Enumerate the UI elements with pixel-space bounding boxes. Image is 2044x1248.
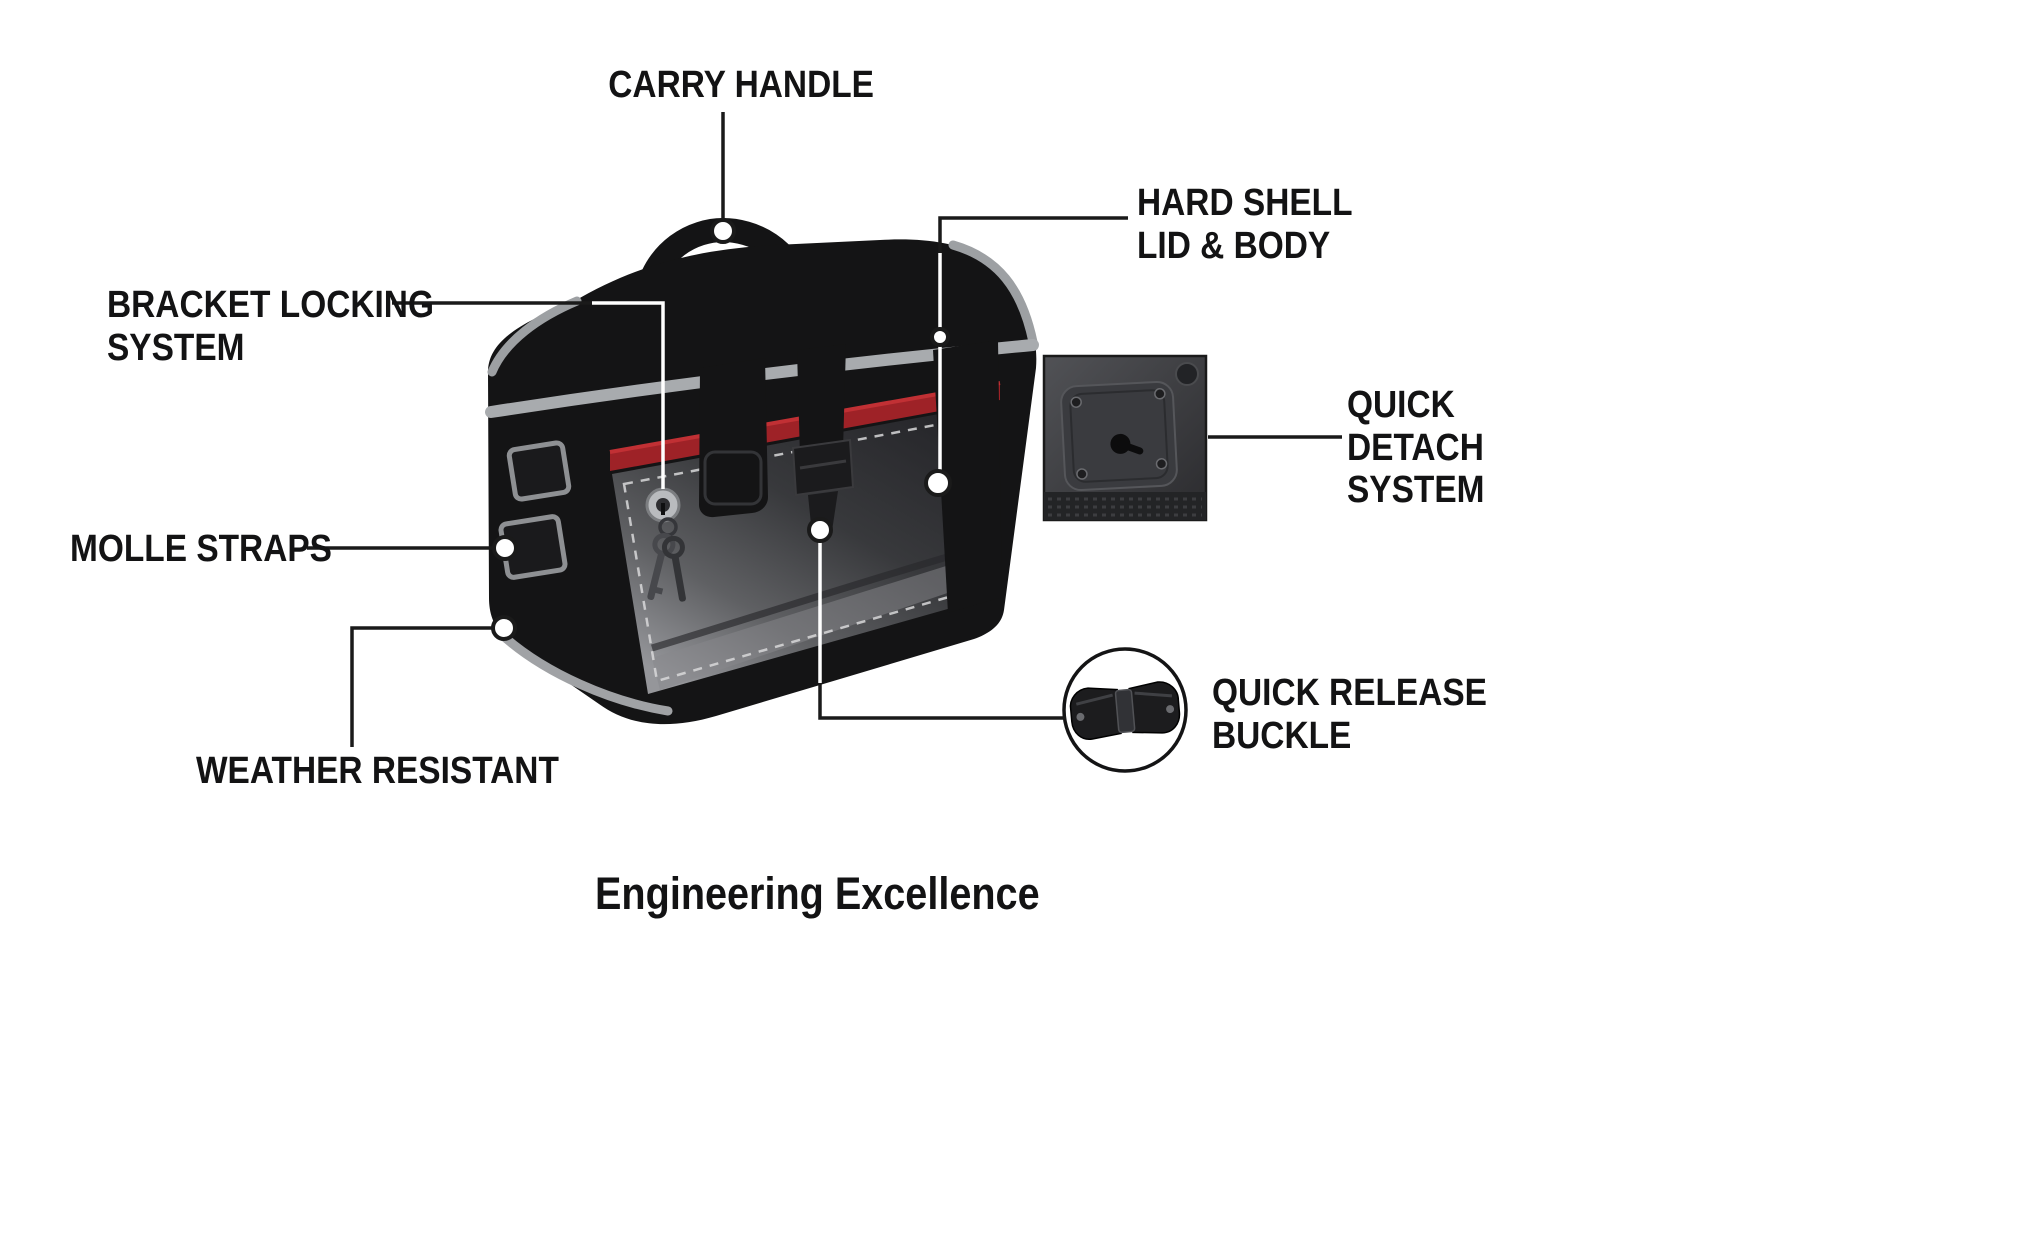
callout-lines — [307, 112, 1342, 747]
callout-label-molle-straps: MOLLE STRAPS — [70, 528, 332, 570]
callout-markers — [491, 218, 952, 641]
flap-straps — [699, 340, 1002, 613]
marker-quick-release — [807, 517, 833, 543]
trim-left-edge — [487, 296, 582, 377]
callout-label-quick-release: QUICK RELEASE BUCKLE — [1212, 672, 1487, 757]
stitching — [622, 413, 990, 683]
quick-release-buckle-inset — [1062, 647, 1188, 773]
marker-hard-shell-body — [924, 469, 952, 497]
callout-label-bracket-locking: BRACKET LOCKING SYSTEM — [107, 284, 434, 369]
callout-label-weather-resistant: WEATHER RESISTANT — [196, 750, 559, 792]
callout-line-hard-shell — [938, 216, 1128, 253]
marker-carry-handle — [710, 218, 736, 244]
callout-label-quick-detach: QUICK DETACH SYSTEM — [1347, 384, 1485, 512]
marker-hard-shell-lid — [930, 327, 950, 347]
trim-bottom-piping — [496, 629, 673, 716]
trim-lid-right-edge — [948, 240, 1038, 347]
callout-label-hard-shell: HARD SHELL LID & BODY — [1137, 182, 1353, 267]
lock-icon — [645, 487, 681, 523]
callout-line-quick-release — [818, 683, 1066, 720]
quick-detach-inset — [1042, 354, 1208, 522]
callout-label-carry-handle: CARRY HANDLE — [608, 64, 874, 106]
diagram-title: Engineering Excellence — [595, 868, 1040, 919]
callout-lines-over-bag — [592, 253, 942, 683]
callout-line-weather-resistant — [350, 626, 492, 747]
marker-weather-resistant — [491, 615, 517, 641]
buckle-icon — [1069, 681, 1181, 740]
marker-molle-straps — [492, 535, 518, 561]
keys-icon — [647, 517, 686, 602]
